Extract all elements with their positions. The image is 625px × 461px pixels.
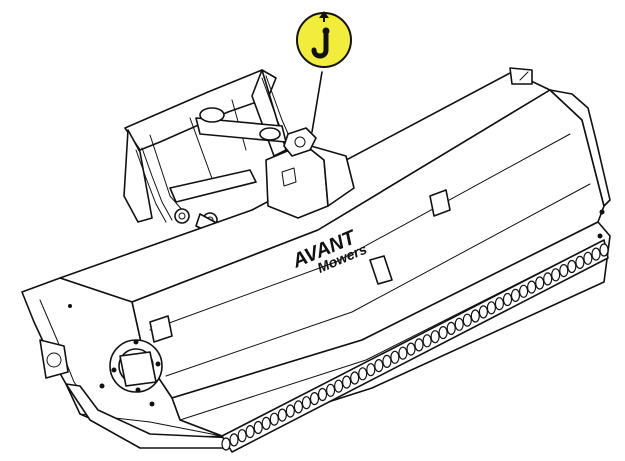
roller-tooth (486, 301, 496, 315)
roller-tooth (245, 425, 255, 439)
roller-tooth (398, 346, 408, 360)
roller-tooth (293, 400, 303, 414)
roller-tooth (285, 404, 295, 418)
roller-tooth (518, 284, 529, 298)
roller-tooth (567, 259, 577, 274)
roller-tooth (478, 305, 488, 319)
roller-tooth (390, 350, 400, 364)
roller-tooth (382, 354, 392, 368)
arrow-up-icon (319, 11, 329, 22)
roller-tooth (229, 433, 239, 447)
roller-tooth (237, 429, 247, 443)
roller-tooth (414, 338, 424, 352)
lifting-hook-icon (311, 27, 330, 59)
roller-tooth (535, 276, 545, 290)
body-decals (68, 189, 605, 407)
roller-tooth (430, 330, 440, 344)
roller-tooth (309, 392, 320, 406)
roller-tooth (559, 264, 569, 278)
roller-tooth (422, 334, 432, 348)
roller-tooth (221, 437, 231, 451)
roller-tooth (454, 317, 464, 331)
roller-tooth (269, 412, 279, 426)
roller-tooth (510, 288, 521, 302)
roller-tooth (358, 367, 368, 381)
roller-tooth (374, 359, 384, 373)
roller-tooth (317, 387, 328, 402)
roller-tooth (366, 363, 376, 377)
roller-tooth (350, 371, 360, 385)
roller-tooth (301, 396, 311, 410)
roller-tooth (334, 379, 344, 393)
roller-tooth (277, 408, 287, 422)
roller-tooth (583, 251, 593, 265)
roller-tooth (470, 309, 480, 323)
roller-tooth (591, 247, 601, 261)
hitch-tower (265, 71, 355, 219)
roller-tooth (494, 297, 504, 311)
roller-tooth (526, 280, 537, 294)
roller-tooth (462, 313, 472, 327)
roller-tooth (438, 326, 448, 340)
roller-tooth (342, 375, 352, 389)
roller-tooth (326, 383, 336, 397)
roller-tooth (543, 272, 553, 286)
roller-tooth (253, 420, 263, 435)
hitch-frame (123, 69, 291, 239)
roller-tooth (599, 243, 609, 257)
roller-tooth (261, 416, 271, 430)
roller-tooth (406, 342, 416, 356)
roller-tooth (446, 321, 456, 335)
roller-tooth (575, 255, 585, 269)
roller-tooth (551, 268, 561, 282)
roller-teeth (221, 243, 609, 451)
roller-tooth (502, 292, 513, 307)
lifting-point-badge (296, 11, 352, 68)
gearbox (39, 339, 163, 393)
